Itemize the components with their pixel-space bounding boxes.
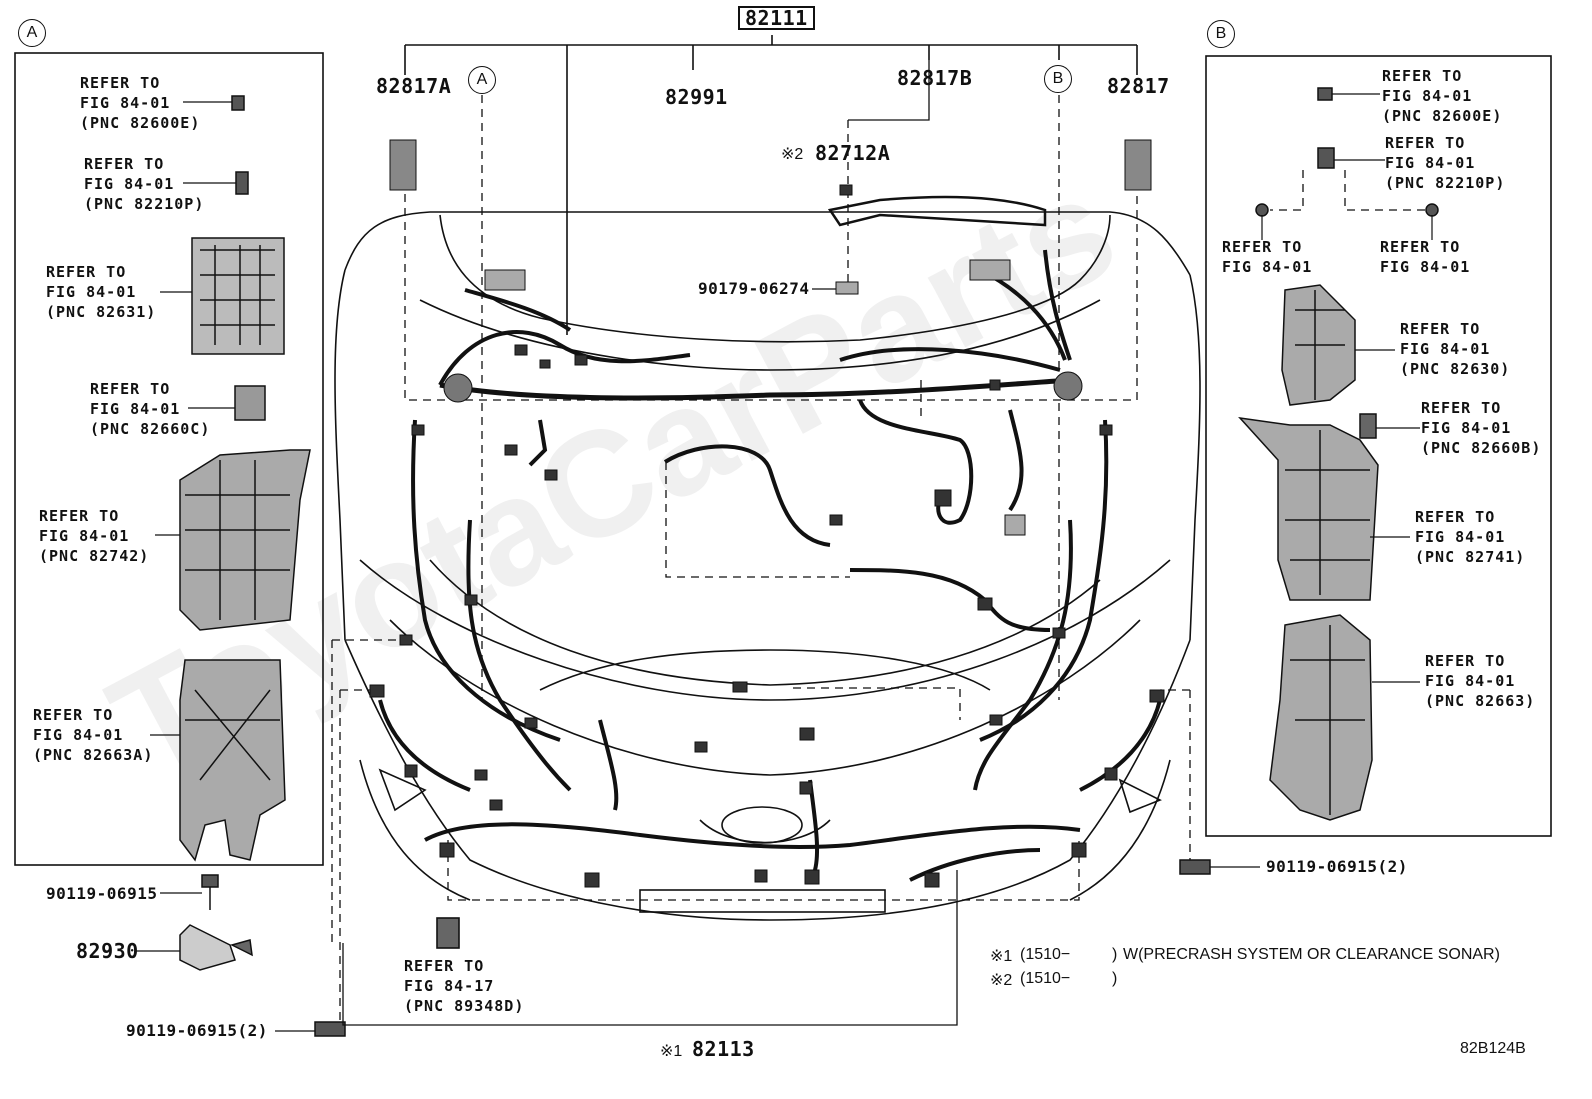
part-90119-06915-2-right[interactable]: 90119-06915(2) — [1266, 857, 1408, 876]
panel-b-frame — [1205, 55, 1552, 837]
sensor-89348d — [436, 917, 460, 949]
wire-harness — [378, 249, 1162, 882]
dashed-lines — [331, 95, 1425, 1030]
panel-a-components — [179, 95, 346, 1037]
part-82712A-mark: ※2 — [781, 146, 804, 163]
connectors — [369, 139, 1165, 888]
panel-a-frame — [14, 52, 324, 866]
leaders-left — [135, 101, 315, 1032]
part-82817[interactable]: 82817 — [1107, 74, 1170, 98]
part-82712A[interactable]: 82712A — [815, 141, 891, 165]
circle-b-bay: B — [1044, 65, 1072, 93]
circle-a-bay: A — [468, 66, 496, 94]
leader-82712a — [848, 60, 930, 121]
leaders-right — [1210, 93, 1433, 868]
footnote-1-text: W(PRECRASH SYSTEM OR CLEARANCE SONAR) — [1123, 946, 1500, 963]
part-82991[interactable]: 82991 — [665, 85, 728, 109]
part-82930[interactable]: 82930 — [76, 939, 139, 963]
footnote-2-range: (1510− — [1020, 970, 1071, 987]
bracket-82817b — [827, 195, 1047, 227]
footnote-1-mark: ※1 — [990, 948, 1013, 965]
part-82113[interactable]: 82113 — [692, 1037, 755, 1061]
circle-a-left: A — [18, 19, 46, 47]
vehicle-outline — [334, 211, 1201, 921]
diagram-code: 82B124B — [1460, 1040, 1526, 1057]
bracket-82111 — [404, 35, 1138, 335]
footnote-1-range: (1510− — [1020, 946, 1071, 963]
bracket-82113 — [342, 870, 958, 1026]
footnote-2-close: ) — [1112, 970, 1118, 987]
part-82111[interactable]: 82111 — [738, 6, 815, 30]
part-90119-06915-2-left[interactable]: 90119-06915(2) — [126, 1021, 268, 1040]
part-82113-mark: ※1 — [660, 1043, 683, 1060]
part-90119-06915-left[interactable]: 90119-06915 — [46, 884, 158, 903]
part-82817B[interactable]: 82817B — [897, 66, 973, 90]
footnote-1-close: ) — [1112, 946, 1118, 963]
part-90179-06274[interactable]: 90179-06274 — [698, 279, 810, 298]
footnote-2-mark: ※2 — [990, 972, 1013, 989]
part-82817A[interactable]: 82817A — [376, 74, 452, 98]
panel-b-components — [1179, 87, 1439, 875]
circle-b-right: B — [1207, 20, 1235, 48]
